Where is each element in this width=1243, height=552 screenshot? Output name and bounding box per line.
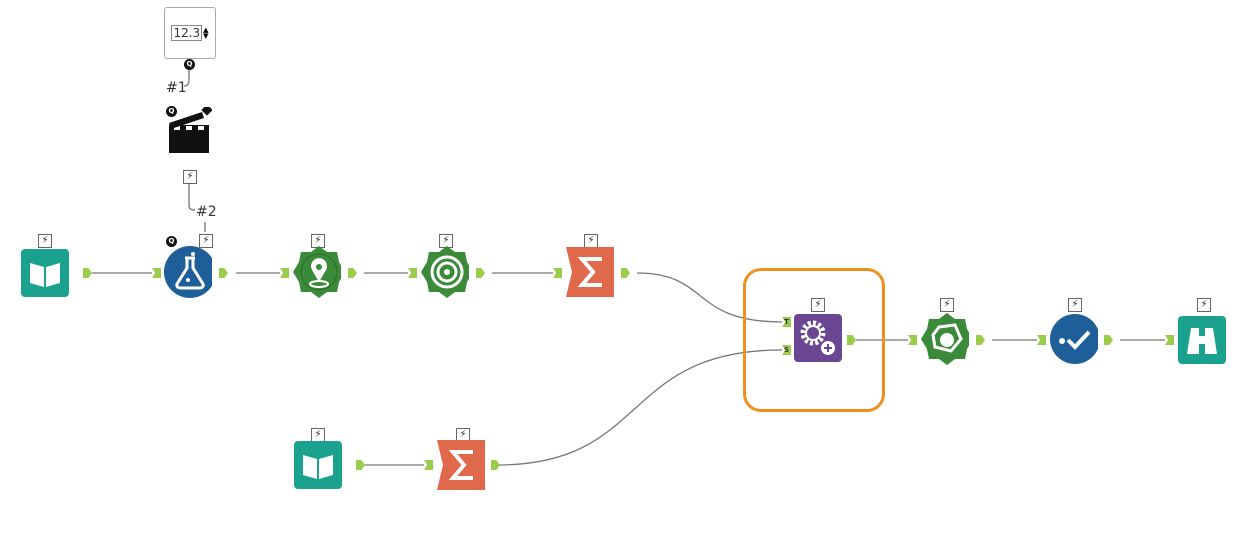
macro-input-anchor-s[interactable]: S bbox=[782, 345, 791, 355]
wire bbox=[183, 63, 190, 87]
output-anchor[interactable] bbox=[476, 268, 485, 278]
spinner-icon: ▲▼ bbox=[203, 26, 209, 40]
input-anchor[interactable] bbox=[408, 268, 417, 278]
bolt-icon[interactable]: ⚡ bbox=[311, 428, 325, 442]
output-anchor[interactable] bbox=[83, 268, 92, 278]
create-points-tool[interactable] bbox=[293, 246, 341, 298]
spatial-process-tool[interactable] bbox=[921, 313, 969, 365]
input-anchor[interactable] bbox=[152, 268, 161, 278]
question-anchor-icon[interactable]: Q bbox=[166, 236, 177, 247]
book-icon bbox=[21, 249, 69, 297]
flask-icon bbox=[164, 246, 212, 298]
gears-icon bbox=[794, 314, 842, 362]
output-anchor[interactable] bbox=[976, 335, 985, 345]
sigma-icon bbox=[566, 247, 614, 297]
input-data-tool-2[interactable] bbox=[294, 441, 342, 489]
connection-label: #2 bbox=[196, 204, 217, 220]
numeric-value: 12.3 bbox=[171, 25, 203, 41]
bolt-icon[interactable]: ⚡ bbox=[1197, 298, 1211, 312]
summarize-tool-2[interactable] bbox=[437, 440, 485, 490]
clapperboard-icon bbox=[169, 107, 212, 153]
wire bbox=[636, 272, 783, 323]
test-tool[interactable] bbox=[1050, 314, 1098, 364]
input-anchor[interactable] bbox=[280, 268, 289, 278]
input-anchor[interactable] bbox=[424, 460, 433, 470]
macro-tool[interactable] bbox=[794, 314, 842, 362]
input-anchor[interactable] bbox=[1037, 335, 1046, 345]
binoculars-icon bbox=[1178, 316, 1226, 364]
input-anchor[interactable] bbox=[553, 268, 562, 278]
trade-area-tool[interactable] bbox=[421, 246, 469, 298]
output-anchor[interactable] bbox=[491, 460, 500, 470]
bolt-icon[interactable]: ⚡ bbox=[1068, 298, 1082, 312]
tool-container-highlight[interactable] bbox=[743, 268, 885, 412]
input-anchor[interactable] bbox=[1165, 335, 1174, 345]
output-anchor[interactable] bbox=[621, 268, 630, 278]
bolt-icon[interactable]: ⚡ bbox=[199, 234, 213, 248]
book-icon bbox=[294, 441, 342, 489]
sigma-icon bbox=[437, 440, 485, 490]
wire bbox=[496, 349, 783, 466]
output-anchor[interactable] bbox=[348, 268, 357, 278]
bolt-icon[interactable]: ⚡ bbox=[38, 234, 52, 248]
bolt-icon[interactable]: ⚡ bbox=[183, 170, 197, 184]
output-anchor[interactable] bbox=[356, 460, 365, 470]
wire bbox=[188, 184, 196, 211]
numeric-updown-tool[interactable]: 12.3 ▲▼ bbox=[164, 7, 216, 59]
bolt-icon[interactable]: ⚡ bbox=[584, 234, 598, 248]
input-data-tool[interactable] bbox=[21, 249, 69, 297]
polygon-icon bbox=[921, 313, 969, 365]
connection-label: #1 bbox=[166, 80, 187, 96]
output-anchor[interactable] bbox=[1104, 335, 1113, 345]
input-anchor[interactable] bbox=[908, 335, 917, 345]
action-tool[interactable] bbox=[165, 107, 213, 156]
browse-tool[interactable] bbox=[1178, 316, 1226, 364]
check-icon bbox=[1050, 314, 1098, 364]
map-pin-icon bbox=[293, 246, 341, 298]
bolt-icon[interactable]: ⚡ bbox=[811, 298, 825, 312]
question-anchor-icon[interactable]: Q bbox=[184, 59, 195, 70]
question-anchor-icon[interactable]: Q bbox=[166, 106, 177, 117]
summarize-tool[interactable] bbox=[566, 247, 614, 297]
output-anchor[interactable] bbox=[219, 268, 228, 278]
output-anchor[interactable] bbox=[847, 335, 856, 345]
macro-input-anchor-t[interactable]: T bbox=[782, 317, 791, 327]
bolt-icon[interactable]: ⚡ bbox=[940, 298, 954, 312]
target-icon bbox=[421, 246, 469, 298]
formula-tool[interactable] bbox=[164, 246, 212, 298]
